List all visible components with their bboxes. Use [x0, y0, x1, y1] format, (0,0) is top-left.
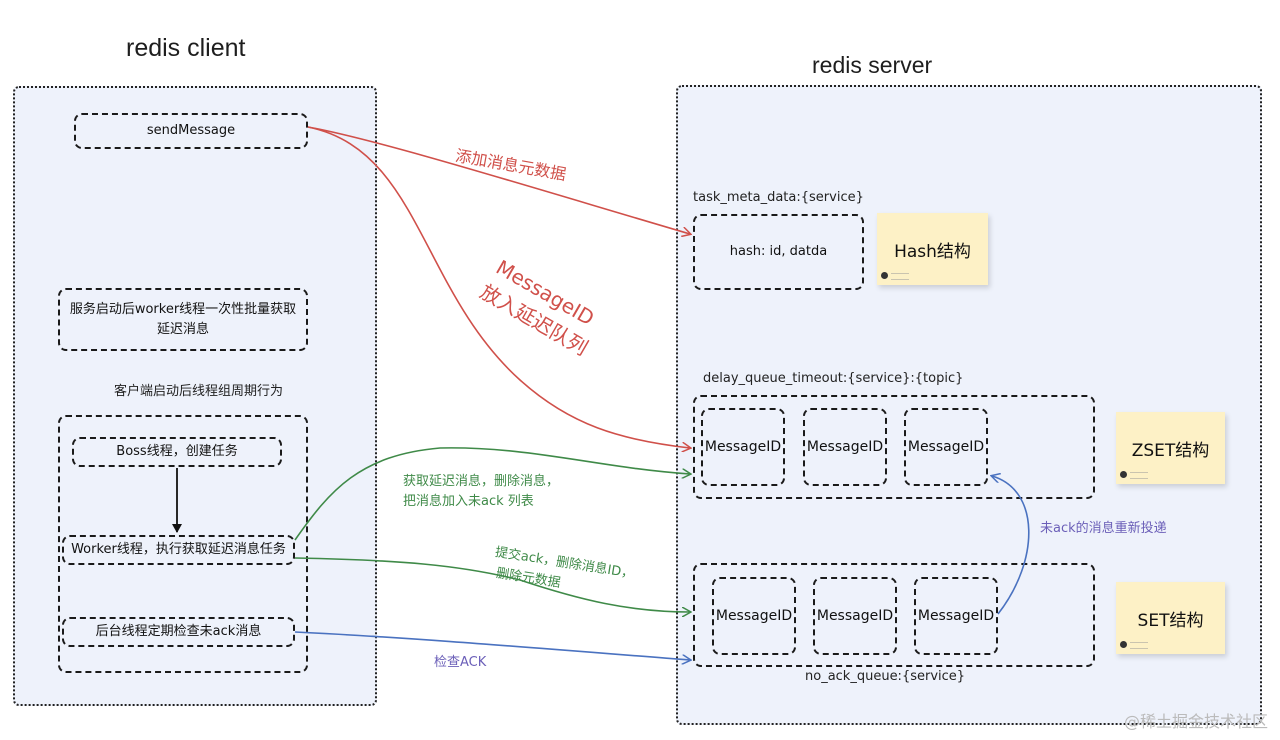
set-box — [693, 563, 1095, 667]
zset-structure-label: ZSET结构 — [1131, 440, 1210, 461]
client-title: redis client — [126, 34, 246, 62]
watermark: @稀土掘金技术社区 — [1123, 712, 1268, 731]
periodic-behavior-label: 客户端启动后线程组周期行为 — [114, 384, 284, 399]
thread-group-box — [58, 415, 308, 673]
server-title: redis server — [812, 52, 933, 78]
ack-checker-box[interactable]: 后台线程定期检查未ack消息 — [62, 617, 295, 647]
arrow-fetch-delay — [294, 447, 690, 541]
zset-message-id-3[interactable]: MessageID — [904, 408, 988, 486]
send-message-box[interactable]: sendMessage — [74, 113, 308, 149]
hash-box[interactable]: hash: id, datda — [693, 214, 864, 290]
arrow-submit-ack — [294, 557, 690, 612]
avatar-icon — [1120, 641, 1127, 648]
hash-structure-label: Hash结构 — [894, 241, 971, 262]
author-mark-icon — [891, 273, 909, 280]
hash-structure-note: Hash结构 — [877, 213, 988, 285]
fetch-label-1: 获取延迟消息，删除消息， — [403, 474, 560, 489]
zset-message-id-1[interactable]: MessageID — [701, 408, 785, 486]
author-mark-icon — [1130, 642, 1148, 649]
worker-thread-box[interactable]: Worker线程，执行获取延迟消息任务 — [62, 535, 295, 565]
zset-structure-note: ZSET结构 — [1116, 412, 1225, 484]
fetch-label-2: 把消息加入未ack 列表 — [403, 494, 534, 509]
set-message-id-3[interactable]: MessageID — [914, 577, 998, 655]
zset-message-id-2[interactable]: MessageID — [803, 408, 887, 486]
author-mark-icon — [1130, 472, 1148, 479]
set-message-id-2[interactable]: MessageID — [813, 577, 897, 655]
set-message-id-1[interactable]: MessageID — [712, 577, 796, 655]
avatar-icon — [1120, 471, 1127, 478]
arrow-check-ack — [294, 631, 690, 660]
arrow-put-delay-queue — [307, 126, 690, 448]
set-key-label: no_ack_queue:{service} — [805, 669, 966, 684]
set-structure-note: SET结构 — [1116, 582, 1225, 654]
avatar-icon — [881, 272, 888, 279]
set-structure-label: SET结构 — [1137, 610, 1204, 631]
arrow-add-metadata — [307, 126, 690, 234]
zset-key-label: delay_queue_timeout:{service}:{topic} — [703, 371, 964, 386]
redeliver-label: 未ack的消息重新投递 — [1040, 521, 1167, 536]
client-panel — [13, 86, 377, 706]
zset-box — [693, 395, 1095, 499]
check-ack-label: 检查ACK — [434, 655, 487, 670]
boss-thread-box[interactable]: Boss线程，创建任务 — [72, 437, 282, 467]
batch-fetch-box[interactable]: 服务启动后worker线程一次性批量获取延迟消息 — [58, 288, 308, 351]
arrow-redeliver — [992, 476, 1030, 615]
hash-key-label: task_meta_data:{service} — [693, 190, 864, 205]
